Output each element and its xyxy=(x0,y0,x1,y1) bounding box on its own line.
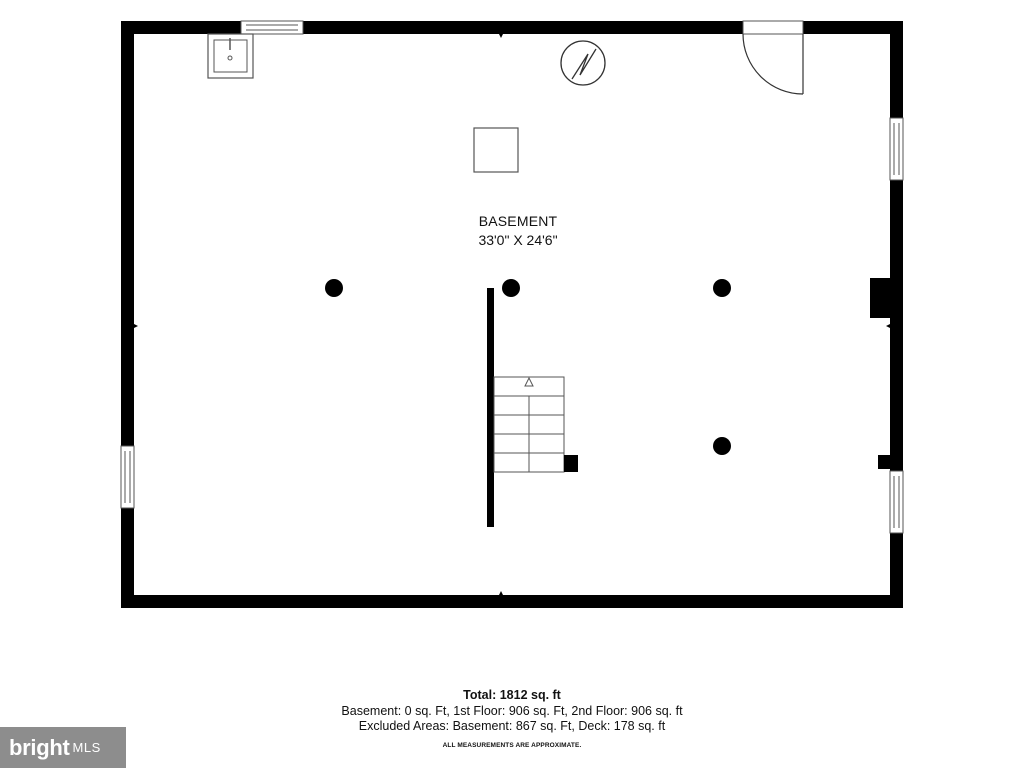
column xyxy=(502,279,520,297)
logo-suffix: MLS xyxy=(72,740,101,755)
staircase xyxy=(493,376,578,473)
chimney xyxy=(870,278,890,318)
total-area: Total: 1812 sq. ft xyxy=(463,688,561,702)
logo-word: bright xyxy=(9,734,70,760)
dimension-markers xyxy=(134,34,890,595)
room-dimensions: 33'0" X 24'6" xyxy=(478,232,558,248)
window-top xyxy=(240,20,304,35)
furnace-icon xyxy=(473,127,519,173)
column xyxy=(713,437,731,455)
door xyxy=(742,20,804,95)
wall-jog xyxy=(878,455,890,469)
column xyxy=(713,279,731,297)
window-right-upper xyxy=(889,117,904,181)
window-right-lower xyxy=(889,470,904,534)
disclaimer: ALL MEASUREMENTS ARE APPROXIMATE. xyxy=(442,742,582,749)
wall-bottom xyxy=(121,595,903,608)
wall-top xyxy=(121,21,903,34)
column xyxy=(325,279,343,297)
sink-icon xyxy=(207,33,254,79)
window-left xyxy=(120,445,135,509)
exterior-walls xyxy=(121,21,903,608)
support-columns xyxy=(325,279,731,455)
room-name: BASEMENT xyxy=(478,213,558,229)
wall-left xyxy=(121,21,134,608)
bright-mls-logo: bright MLS xyxy=(0,727,126,768)
water-heater-icon xyxy=(560,40,606,86)
floor-areas: Basement: 0 sq. Ft, 1st Floor: 906 sq. F… xyxy=(341,704,683,718)
interior-wall xyxy=(487,288,494,527)
stair-arrow-icon xyxy=(524,376,534,387)
excluded-areas: Excluded Areas: Basement: 867 sq. Ft, De… xyxy=(358,719,666,733)
